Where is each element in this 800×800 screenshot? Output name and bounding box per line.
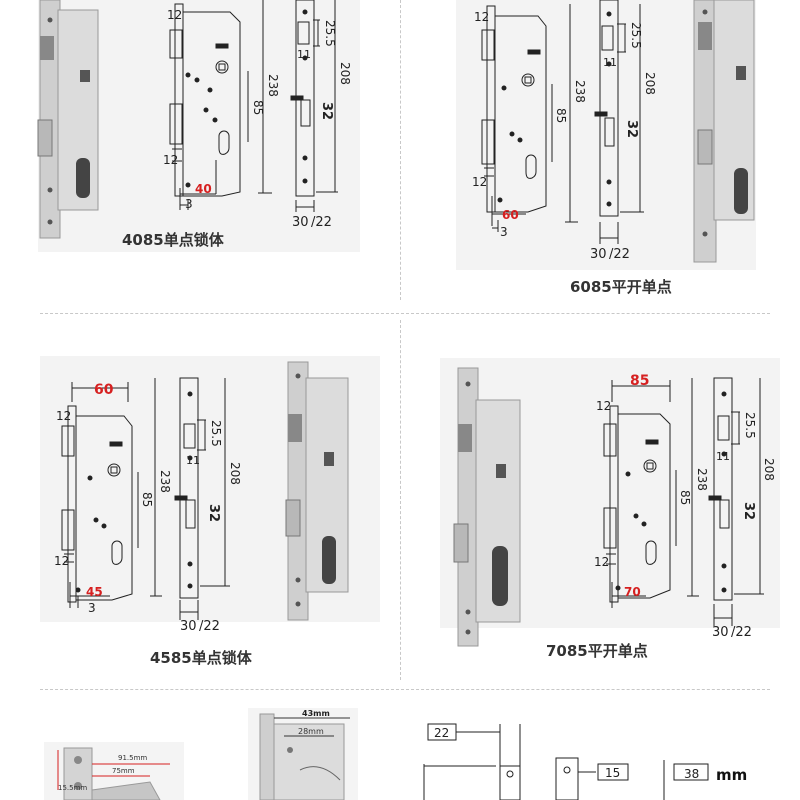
dim-total: 238: [266, 74, 280, 97]
lock-corner-photo: [248, 708, 358, 800]
dim-bottom-latch: 12: [594, 555, 609, 569]
caption-6085: 6085平开单点: [570, 278, 672, 296]
lock-technical-drawing: [61, 377, 230, 620]
dim-inner: 208: [643, 72, 657, 95]
dim-gap: 25.5: [629, 22, 643, 49]
dim-width: 30: [292, 215, 309, 230]
dim-width-alt: /22: [731, 625, 752, 640]
lock-photo: [693, 0, 755, 263]
dim-plate-offset: 3: [88, 601, 96, 615]
dim-bottom-latch: 12: [472, 175, 487, 189]
bottom-row: 91.5mm 75mm 15.5mm 43mm 28mm: [0, 690, 800, 800]
dim-total: 238: [158, 470, 172, 493]
dim-total: 238: [695, 468, 709, 491]
dim-backset: 40: [195, 182, 212, 196]
dim-inner: 208: [228, 462, 242, 485]
dim-gap: 25.5: [323, 20, 337, 47]
lock-drawing-4085: 12 12 40 3 85 238 208 25.5 11 32 30 /22: [37, 0, 352, 239]
lock-technical-drawing: [169, 0, 338, 212]
dim-center: 85: [140, 492, 154, 507]
dim-small: 11: [186, 454, 200, 467]
separator-column-middle: [400, 320, 401, 680]
caption-7085: 7085平开单点: [546, 642, 648, 660]
dim-top-latch: 12: [56, 409, 71, 423]
dim-total: 238: [573, 80, 587, 103]
dim-backset: 45: [86, 585, 103, 599]
dim-small: 11: [603, 56, 617, 69]
lock-photo: [285, 361, 349, 621]
dim-top-latch: 12: [474, 10, 489, 24]
dim-backset: 60: [502, 208, 519, 222]
dim-photo2-a: 43mm: [302, 709, 330, 718]
dim-top-latch: 12: [596, 399, 611, 413]
separator-column-top: [400, 0, 401, 300]
dim-small: 11: [716, 450, 730, 463]
bottom-row-drawings: 91.5mm 75mm 15.5mm 43mm 28mm: [44, 708, 747, 800]
lock-technical-drawing: [481, 0, 644, 244]
lock-technical-drawing: [603, 377, 764, 626]
panel-4585: 60 12 12 45 3 85 238 208 25.5 11 32 30 /…: [0, 350, 400, 680]
lock-photo: [453, 367, 521, 647]
lock-drawing-7085: 85 12 12 70 85 238 208 25.5 11 32 30 /22: [453, 367, 776, 647]
dim-drawing-a: 22: [434, 726, 449, 740]
dim-width-alt: /22: [199, 619, 220, 634]
dim-drawing-unit: mm: [716, 766, 747, 784]
dim-top-latch: 12: [167, 8, 182, 22]
lock-drawing-6085: 12 12 60 3 85 238 208 25.5 11 32 30 /22: [472, 0, 755, 263]
dim-plate-offset: 3: [185, 197, 193, 211]
dim-backset: 70: [624, 585, 641, 599]
dim-width-alt: /22: [311, 215, 332, 230]
panel-4085: 12 12 40 3 85 238 208 25.5 11 32 30 /22 …: [0, 0, 400, 310]
separator-row-1: [40, 313, 770, 314]
lock-photo: [37, 0, 99, 239]
strike-plate-photo: [44, 742, 184, 800]
dim-inner: 208: [762, 458, 776, 481]
lock-drawing-4585: 60 12 12 45 3 85 238 208 25.5 11 32 30 /…: [54, 361, 349, 634]
dim-bolt: 32: [741, 502, 756, 520]
dim-center: 85: [554, 108, 568, 123]
dim-photo1-c: 15.5mm: [58, 784, 87, 792]
dim-width: 30: [712, 625, 729, 640]
dim-center: 85: [678, 490, 692, 505]
dim-photo1-a: 91.5mm: [118, 754, 147, 762]
dim-plate-offset: 3: [500, 225, 508, 239]
caption-4085: 4085单点锁体: [122, 231, 224, 249]
dim-small: 11: [297, 48, 311, 61]
dim-width: 30: [180, 619, 197, 634]
dim-photo2-b: 28mm: [298, 727, 324, 736]
dim-center: 85: [251, 100, 265, 115]
caption-4585: 4585单点锁体: [150, 649, 252, 667]
panel-6085: 12 12 60 3 85 238 208 25.5 11 32 30 /22 …: [400, 0, 800, 310]
dim-bolt: 32: [624, 120, 639, 138]
dim-bolt: 32: [319, 102, 334, 120]
dim-bottom-latch: 12: [54, 554, 69, 568]
dim-drawing-b: 15: [605, 766, 620, 780]
dim-top-width: 60: [94, 382, 114, 398]
dim-width: 30: [590, 247, 607, 262]
dim-width-alt: /22: [609, 247, 630, 262]
panel-7085: 85 12 12 70 85 238 208 25.5 11 32 30 /22…: [400, 350, 800, 680]
dim-bolt: 32: [206, 504, 221, 522]
dim-gap: 25.5: [209, 420, 223, 447]
separator-row-2: [40, 689, 770, 690]
dim-inner: 208: [338, 62, 352, 85]
dim-gap: 25.5: [743, 412, 757, 439]
dim-bottom-latch: 12: [163, 153, 178, 167]
dim-photo1-b: 75mm: [112, 767, 135, 775]
dim-drawing-c: 38: [684, 767, 699, 781]
bolt-technical-drawing: [423, 723, 709, 800]
dim-top-width: 85: [630, 373, 649, 389]
